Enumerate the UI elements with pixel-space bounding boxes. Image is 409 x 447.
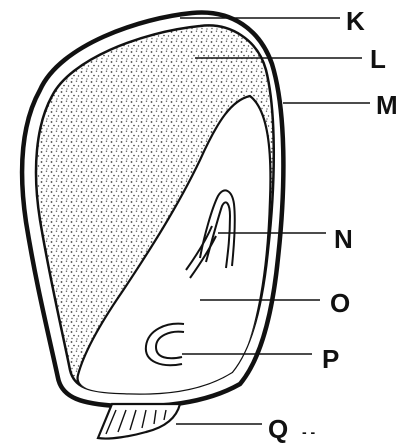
label-k: K — [346, 6, 365, 36]
label-p: P — [322, 344, 339, 374]
label-m: M — [376, 90, 398, 120]
label-q-suffix: - - — [302, 424, 316, 440]
tip-cap-shape — [98, 404, 180, 439]
label-q: Q — [268, 414, 288, 444]
label-o: O — [330, 288, 350, 318]
label-n: N — [334, 224, 353, 254]
label-l: L — [370, 44, 386, 74]
